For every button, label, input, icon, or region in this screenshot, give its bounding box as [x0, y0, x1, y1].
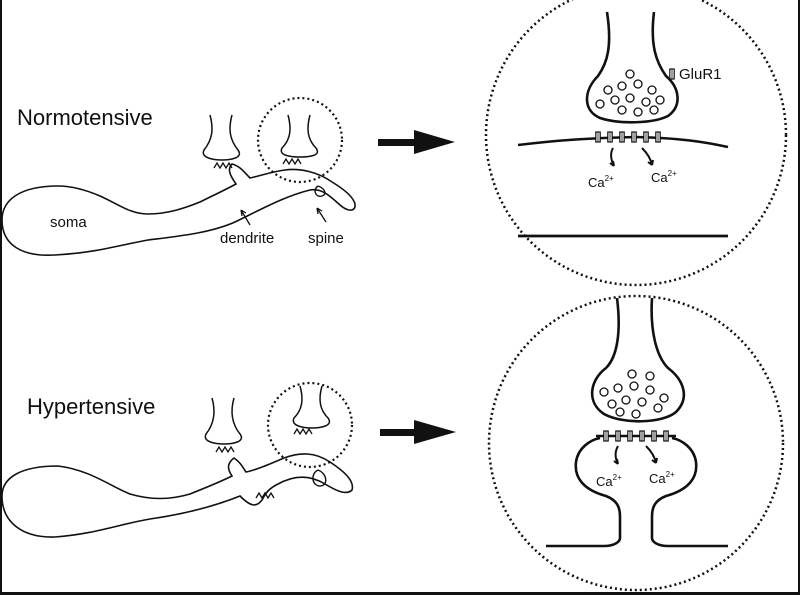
zoom-circle-small-top	[256, 96, 344, 184]
ca-label-right-top: Ca2+	[651, 169, 677, 185]
receptor-cluster-1-bottom	[215, 446, 235, 453]
vesicles-bottom	[599, 369, 669, 419]
panel-title-hypertensive: Hypertensive	[27, 394, 155, 419]
receptor-cluster-2-top	[282, 158, 302, 165]
panel-title-normotensive: Normotensive	[17, 105, 153, 130]
right-arrow-icon	[378, 130, 455, 154]
glur1-receptor-icon	[669, 68, 675, 80]
label-soma: soma	[50, 214, 87, 231]
ca-influx-arrow-right-bottom	[645, 445, 658, 464]
presynaptic-terminal-1-bottom	[204, 397, 243, 445]
zoom-presynaptic-bouton-bottom	[590, 297, 686, 423]
ca-influx-arrow-right-top	[641, 147, 654, 166]
spine-stub-bottom	[312, 469, 327, 487]
ca-label-left-top: Ca2+	[588, 174, 614, 190]
glur1-legend-label: GluR1	[679, 66, 722, 83]
spine-pointer-arrow	[316, 207, 327, 223]
dendrite-pointer-arrow	[240, 209, 251, 226]
zoom-circle-large-top	[484, 0, 788, 287]
panel-normotensive: Normotensive soma dendrite spine	[1, 0, 788, 287]
vesicles-top	[595, 69, 665, 117]
ca-label-left-bottom: Ca2+	[596, 473, 622, 489]
presynaptic-terminal-2-bottom	[292, 385, 331, 429]
zoom-presynaptic-bouton-top	[585, 11, 679, 124]
frame-left-border	[0, 0, 2, 595]
presynaptic-terminal-2-top	[280, 114, 319, 158]
glur1-legend: GluR1	[669, 66, 722, 83]
neuron-outline-top	[1, 163, 356, 256]
ca-influx-arrow-left-bottom	[613, 445, 619, 465]
neuron-outline-bottom	[1, 453, 354, 538]
zoom-circle-large-bottom	[487, 294, 785, 592]
label-spine: spine	[308, 230, 344, 247]
frame-right-border	[798, 0, 800, 595]
right-arrow-icon	[380, 420, 456, 444]
zoom-circle-small-bottom	[266, 381, 354, 469]
frame-bottom-border	[0, 592, 800, 595]
panel-hypertensive: Hypertensive Ca2+ Ca2+	[1, 294, 785, 592]
receptor-cluster-2-bottom	[293, 428, 313, 435]
ca-label-right-bottom: Ca2+	[649, 470, 675, 486]
presynaptic-terminal-1-top	[202, 114, 241, 161]
ca-influx-arrow-left-top	[609, 147, 615, 167]
spine-top	[314, 185, 326, 198]
postsynaptic-spine-head-bottom	[546, 434, 728, 548]
label-dendrite: dendrite	[220, 230, 274, 247]
